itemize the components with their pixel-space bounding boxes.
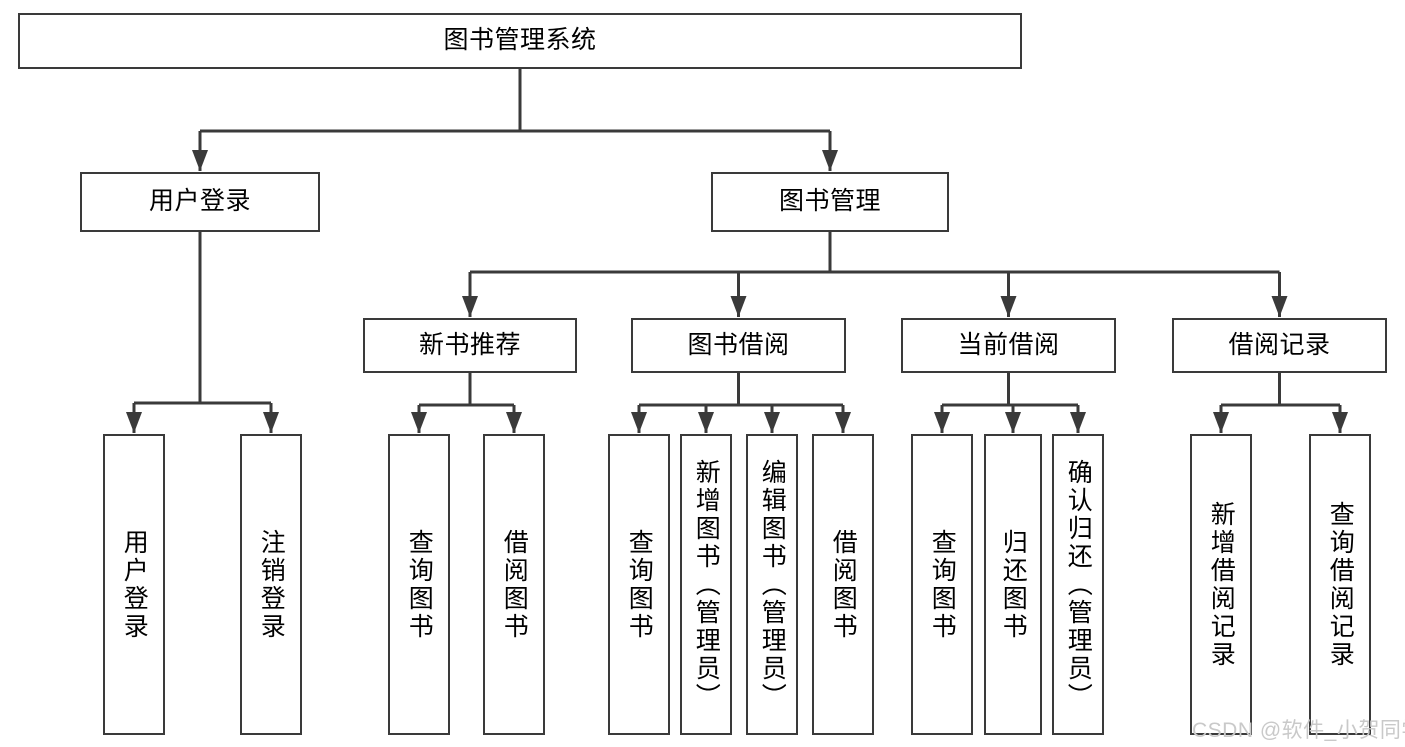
node-user-login[interactable]: 用户登录: [80, 172, 320, 232]
node-leaf-borrow-1[interactable]: 借阅图书: [483, 434, 545, 735]
node-label-leaf-borrow-1: 借阅图书: [500, 528, 529, 641]
node-label-leaf-edit-book: 编辑图书（管理员）: [758, 458, 787, 711]
node-label-root: 图书管理系统: [443, 26, 597, 55]
node-label-current-borrow: 当前借阅: [957, 330, 1060, 359]
node-label-leaf-user-login: 用户登录: [120, 528, 149, 641]
node-leaf-confirm[interactable]: 确认归还（管理员）: [1052, 434, 1104, 735]
node-leaf-add-rec[interactable]: 新增借阅记录: [1190, 434, 1252, 735]
node-label-new-book-rec: 新书推荐: [418, 330, 521, 359]
node-label-leaf-query-2: 查询图书: [625, 528, 654, 641]
node-label-leaf-confirm: 确认归还（管理员）: [1064, 458, 1093, 711]
node-label-leaf-query-3: 查询图书: [928, 528, 957, 641]
csdn-watermark: CSDN @软件_小贺同学: [1192, 719, 1405, 742]
node-leaf-borrow-2[interactable]: 借阅图书: [812, 434, 874, 735]
node-label-leaf-query-1: 查询图书: [405, 528, 434, 641]
node-leaf-query-1[interactable]: 查询图书: [388, 434, 450, 735]
node-label-leaf-query-rec: 查询借阅记录: [1326, 500, 1355, 669]
node-leaf-query-3[interactable]: 查询图书: [911, 434, 973, 735]
node-leaf-edit-book[interactable]: 编辑图书（管理员）: [746, 434, 798, 735]
node-label-leaf-return: 归还图书: [999, 528, 1028, 641]
node-label-leaf-add-rec: 新增借阅记录: [1207, 500, 1236, 669]
node-leaf-return[interactable]: 归还图书: [984, 434, 1042, 735]
node-borrow-record[interactable]: 借阅记录: [1172, 318, 1387, 373]
node-label-leaf-logout: 注销登录: [257, 528, 286, 641]
node-book-manage[interactable]: 图书管理: [711, 172, 949, 232]
node-label-leaf-borrow-2: 借阅图书: [829, 528, 858, 641]
node-label-book-borrow: 图书借阅: [687, 330, 790, 359]
node-leaf-query-2[interactable]: 查询图书: [608, 434, 670, 735]
node-leaf-logout[interactable]: 注销登录: [240, 434, 302, 735]
node-root[interactable]: 图书管理系统: [18, 13, 1022, 69]
node-label-user-login: 用户登录: [148, 187, 251, 216]
node-leaf-add-book[interactable]: 新增图书（管理员）: [680, 434, 732, 735]
node-book-borrow[interactable]: 图书借阅: [631, 318, 846, 373]
node-new-book-rec[interactable]: 新书推荐: [363, 318, 577, 373]
node-leaf-user-login[interactable]: 用户登录: [103, 434, 165, 735]
node-label-book-manage: 图书管理: [778, 187, 881, 216]
node-current-borrow[interactable]: 当前借阅: [901, 318, 1116, 373]
node-label-borrow-record: 借阅记录: [1228, 330, 1331, 359]
node-label-leaf-add-book: 新增图书（管理员）: [692, 458, 721, 711]
node-leaf-query-rec[interactable]: 查询借阅记录: [1309, 434, 1371, 735]
